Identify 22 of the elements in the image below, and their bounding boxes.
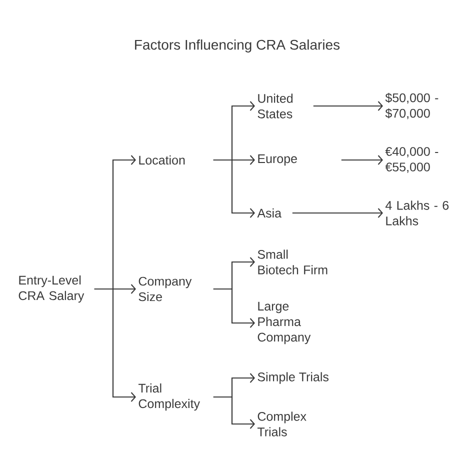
option-label: Simple Trials [258, 372, 329, 384]
leaf-label: €40,000 - €55,000 [385, 147, 438, 173]
leaf-label: 4 Lakhs - 6 Lakhs [385, 200, 449, 226]
option-label: United States [258, 94, 293, 118]
arrow [213, 396, 255, 429]
arrow [341, 155, 383, 165]
arrow [94, 288, 136, 402]
factor-label: Location [139, 155, 185, 165]
arrow [213, 159, 255, 218]
leaf-label: $50,000 - $70,000 [385, 92, 438, 120]
option-label: Europe [258, 154, 297, 166]
factor-label: Company Size [138, 276, 192, 302]
arrow [213, 288, 255, 328]
factor-label: Trial Complexity [138, 383, 200, 411]
arrow [313, 101, 383, 111]
option-label: Small Biotech Firm [258, 250, 328, 274]
root-label: Entry-Level CRA Salary [18, 275, 84, 303]
title: Factors Influencing CRA Salaries [135, 39, 340, 53]
arrow [292, 208, 383, 218]
option-label: Complex Trials [257, 412, 306, 436]
option-label: Asia [257, 208, 282, 218]
option-label: Large Pharma Company [258, 302, 311, 344]
